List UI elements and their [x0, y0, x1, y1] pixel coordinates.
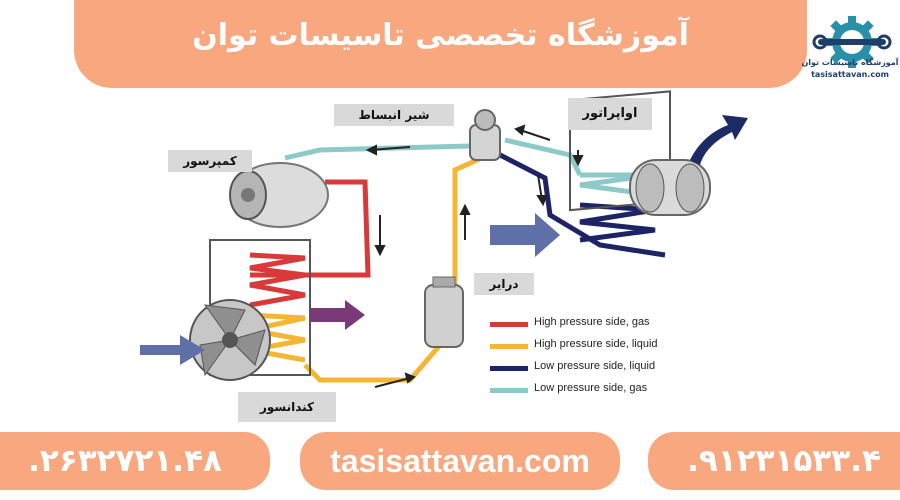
label-expansion-valve: شیر انبساط	[334, 104, 454, 126]
flow-direction-arrow	[365, 124, 584, 388]
label-compressor: کمپرسور	[168, 150, 252, 172]
airflow-arrow	[690, 115, 748, 165]
evaporator-blower-icon	[629, 159, 711, 216]
refrigeration-cycle-diagram	[140, 90, 748, 388]
legend-swatch	[490, 344, 528, 349]
label-evaporator: اواپراتور	[568, 98, 652, 130]
evaporator-unit	[569, 90, 671, 212]
legend-label: Low pressure side, liquid	[534, 360, 656, 372]
page-title: آموزشگاه تخصصی تاسیسات توان	[192, 18, 689, 53]
legend-label: Low pressure side, gas	[534, 382, 648, 394]
phone-landline-badge[interactable]: .۲۶۳۲۷۲۱.۴۸	[0, 432, 270, 490]
condenser-fan-icon	[189, 299, 271, 381]
airflow-arrow	[140, 213, 560, 365]
label-condenser: کندانسور	[238, 392, 336, 422]
expansion-valve-unit	[469, 109, 501, 161]
legend-label: High pressure side, liquid	[534, 338, 658, 350]
dryer-unit	[424, 276, 464, 348]
legend-swatch	[490, 366, 528, 371]
low-pressure-liquid-line	[498, 152, 666, 258]
website-link[interactable]: tasisattavan.com	[300, 432, 620, 490]
legend-label: High pressure side, gas	[534, 316, 650, 328]
label-dryer: درایر	[474, 273, 534, 295]
legend-swatch	[490, 322, 528, 327]
airflow-arrow	[310, 300, 365, 330]
logo-name: آموزشگاه تاسیسات توان	[801, 58, 899, 67]
logo-site: tasisattavan.com	[811, 70, 889, 79]
legend-swatch	[490, 388, 528, 393]
phone-mobile-badge[interactable]: .۹۱۲۳۱۵۳۳.۴	[648, 432, 900, 490]
header-banner	[74, 0, 807, 88]
compressor-unit	[229, 162, 329, 228]
gear-wrench-logo-icon	[812, 16, 892, 68]
